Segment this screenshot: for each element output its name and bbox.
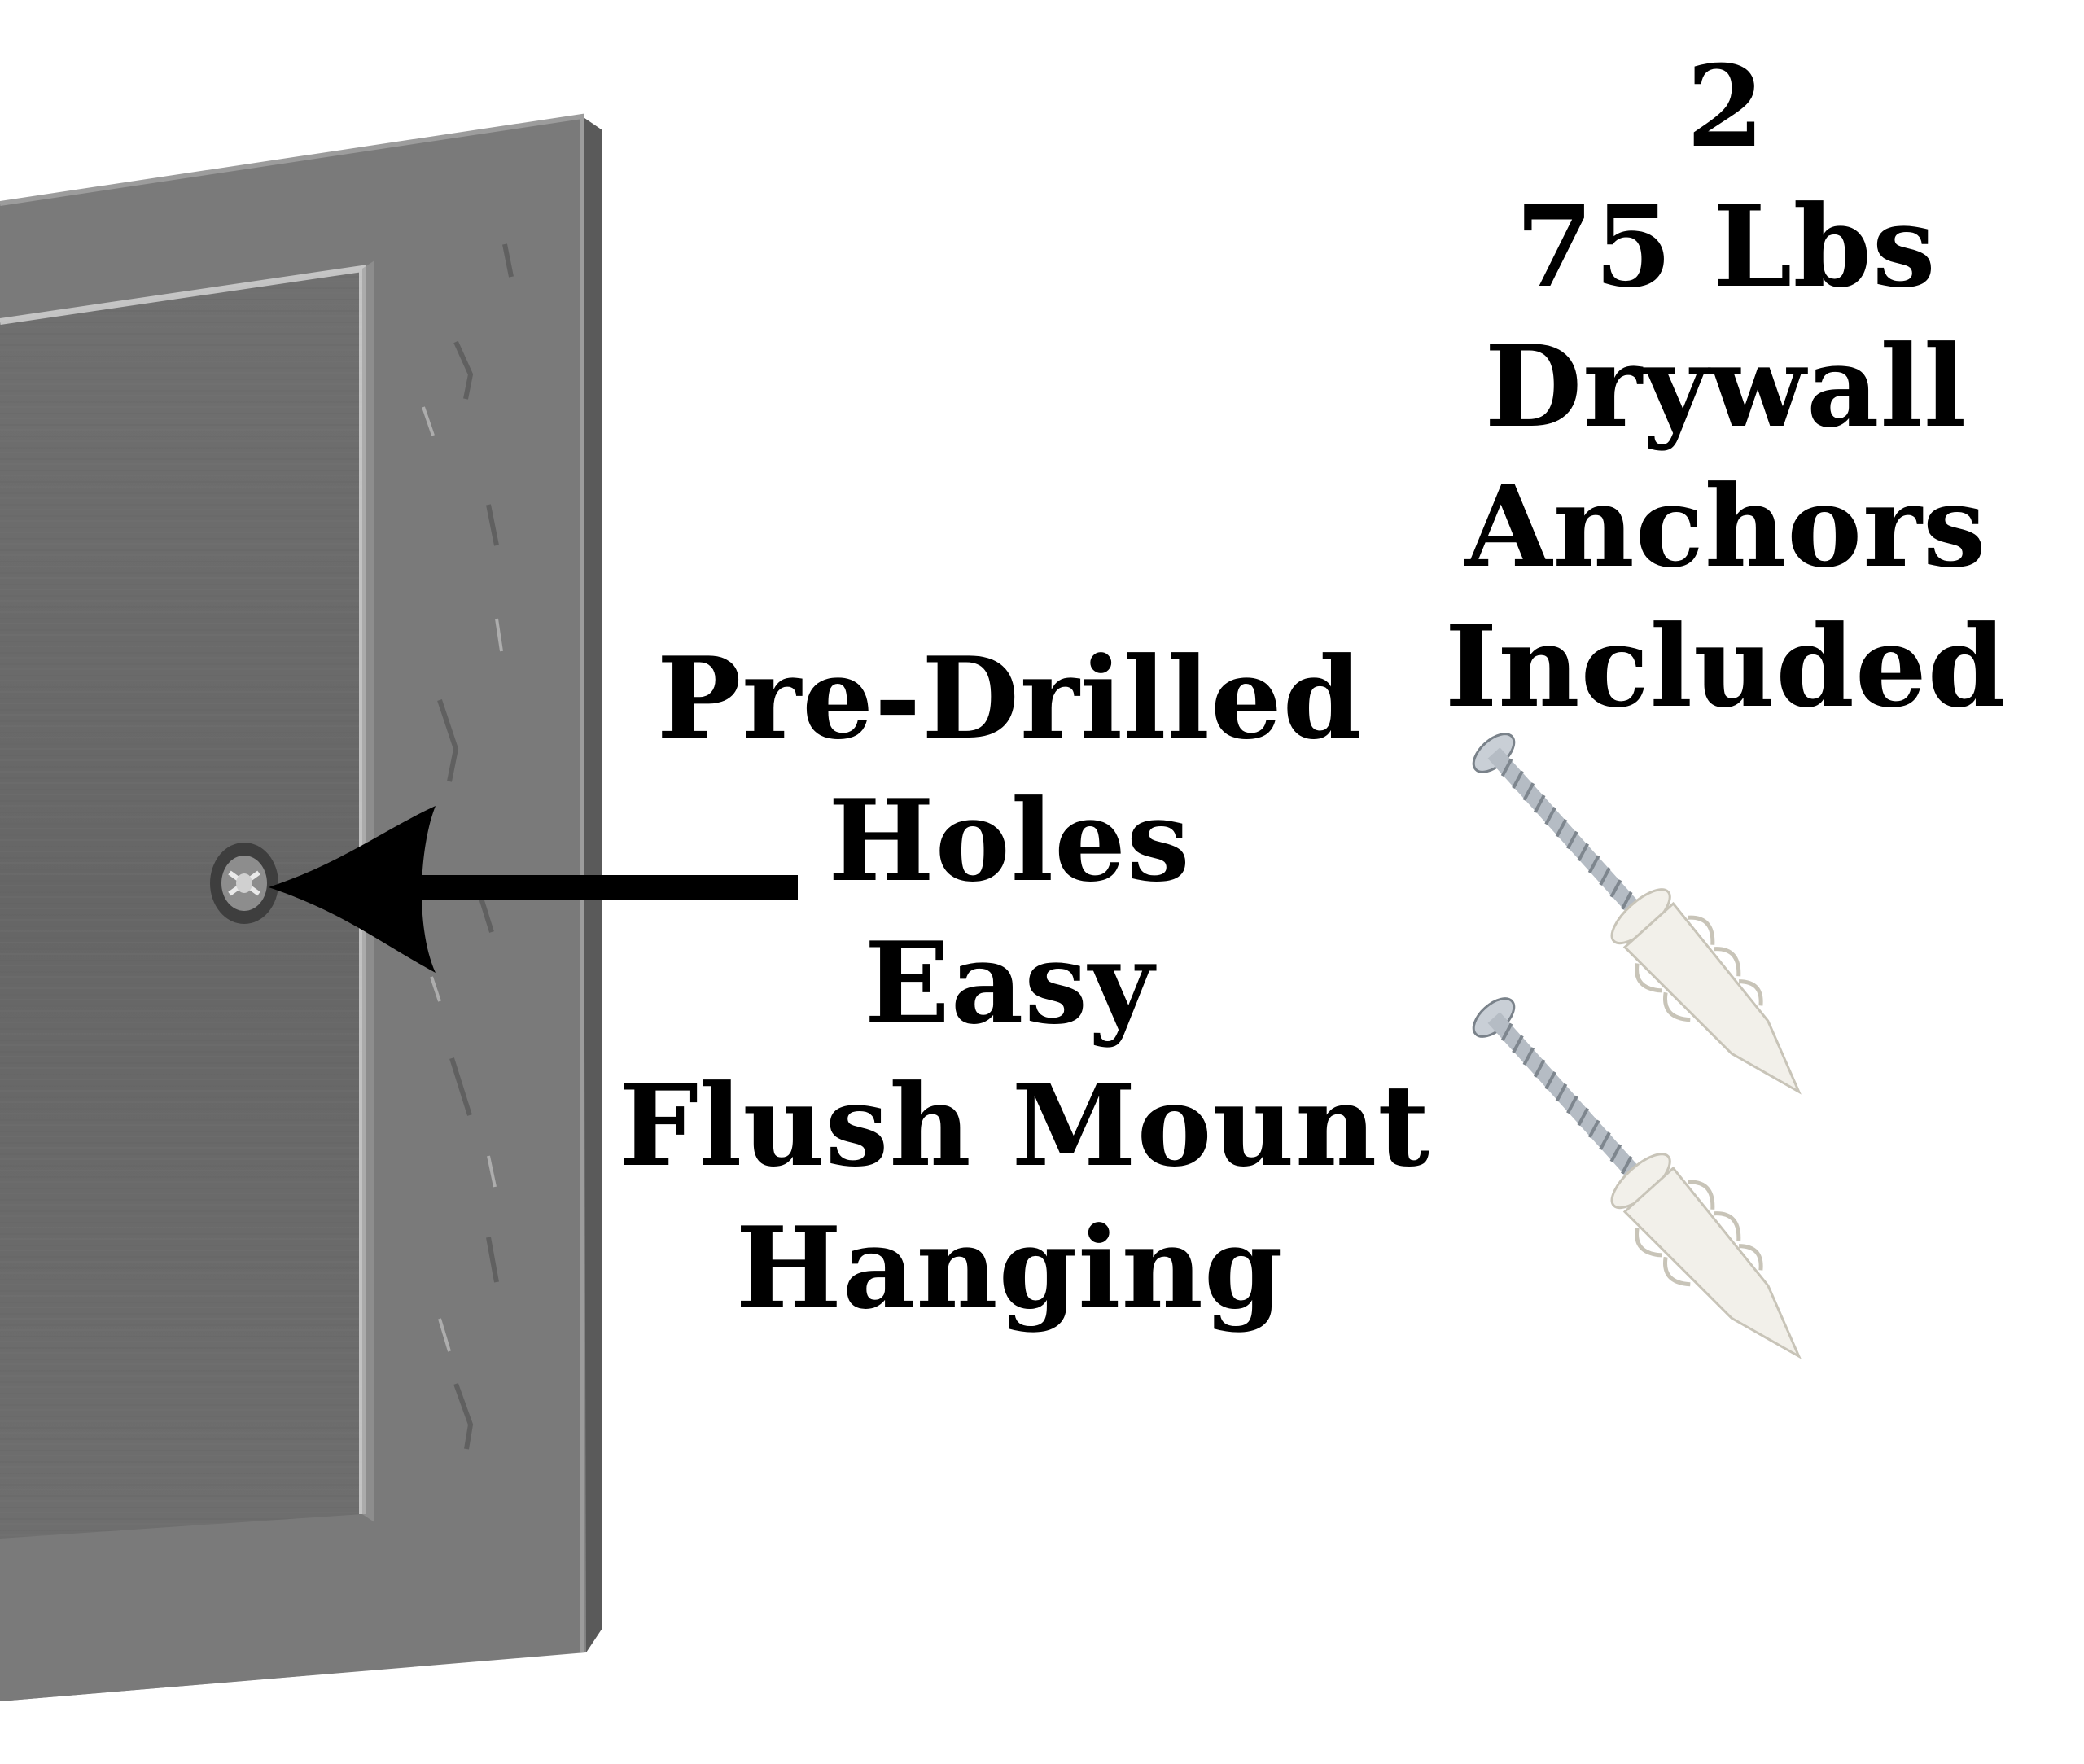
callout-line: Drywall bbox=[1484, 320, 1968, 453]
pre-drilled-callout: Pre-Drilled Holes Easy Flush Mount Hangi… bbox=[619, 627, 1431, 1339]
drywall-anchor-icon bbox=[1472, 733, 1802, 1359]
callout-line: Easy bbox=[864, 917, 1155, 1049]
callout-line: Hanging bbox=[735, 1202, 1284, 1334]
callout-line: Included bbox=[1444, 600, 2007, 733]
arrow-left-icon bbox=[269, 806, 798, 973]
callout-line: 75 Lbs bbox=[1515, 180, 1937, 313]
callout-line: Anchors bbox=[1464, 460, 1987, 593]
screw-hole-icon bbox=[210, 843, 278, 924]
anchors-callout: 2 75 Lbs Drywall Anchors Included bbox=[1416, 37, 2035, 737]
callout-line: 2 bbox=[1686, 40, 1766, 173]
callout-line: Pre-Drilled bbox=[656, 632, 1363, 764]
callout-line: Holes bbox=[828, 774, 1191, 907]
callout-line: Flush Mount bbox=[619, 1059, 1431, 1192]
plaque-body bbox=[0, 113, 602, 1701]
